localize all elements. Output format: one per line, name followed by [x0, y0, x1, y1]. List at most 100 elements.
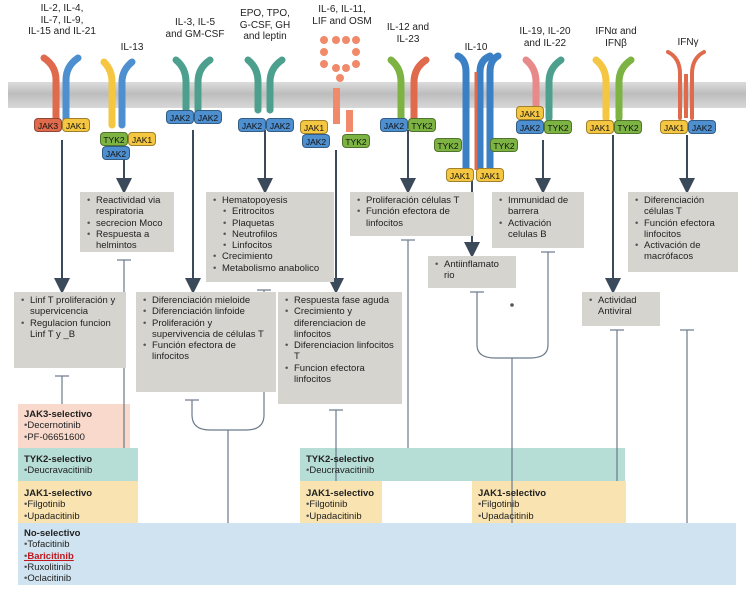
drug-name: Oclacitinib — [24, 573, 212, 584]
drug-name: Filgotinib — [24, 499, 132, 510]
pathway-box-il6: Respuesta fase aguda Crecimiento y difer… — [278, 292, 402, 404]
pathway-item: Activación celulas B — [499, 218, 578, 241]
drug-group-title: JAK1-selectivo — [478, 488, 547, 499]
pathway-subitem: Neutrofilos — [223, 229, 328, 241]
drug-group-title: JAK3-selectivo — [24, 409, 93, 420]
drug-name: Decernotinib — [24, 420, 124, 431]
jak2-box: JAK2 — [194, 110, 222, 124]
drug-group-title: JAK1-selectivo — [306, 488, 375, 499]
pathway-box-il10: Antiinflamato rio — [428, 256, 516, 288]
pathway-item: Crecimiento — [213, 251, 328, 263]
drug-name: Upadacitinib — [24, 511, 132, 522]
pathway-item: Immunidad de barrera — [499, 195, 578, 218]
drug-name: Ruxolitinib — [24, 562, 212, 573]
pathway-item: Diferenciación mieloide — [143, 295, 270, 307]
pathway-subitem: Plaquetas — [223, 218, 328, 230]
receptor-label-il3-family: IL-3, IL-5 and GM-CSF — [165, 17, 225, 40]
receptor-label-epo-family: EPO, TPO, G-CSF, GH and leptin — [239, 8, 291, 42]
cell-membrane — [8, 82, 746, 108]
receptor-il12-family — [387, 56, 430, 122]
jak1-box: JAK1 — [446, 168, 474, 182]
receptor-label-ifn-gamma: IFNγ — [677, 37, 699, 48]
drug-group-title: TYK2-selectivo — [24, 454, 93, 465]
pathway-item: Linf T proliferación y supervicencia — [21, 295, 120, 318]
jak2-box: JAK2 — [238, 118, 266, 132]
pathway-box-il19: Immunidad de barrera Activación celulas … — [492, 192, 584, 248]
jak1-box: JAK1 — [516, 106, 544, 120]
drug-name: Tofacitinib — [24, 539, 212, 550]
drug-group-jak3-selective: JAK3-selectivo Decernotinib PF-06651600 — [18, 406, 130, 446]
tyk2-box: TYK2 — [490, 138, 518, 152]
receptor-label-il6-family: IL-6, IL-11, LIF and OSM — [312, 4, 372, 27]
receptor-label-ifn-alpha-beta: IFNα and IFNβ — [595, 26, 637, 49]
pathway-item: Regulacion funcion Linf T y _B — [21, 318, 120, 341]
drug-name: Filgotinib — [478, 499, 620, 510]
drug-name: Deucravacitinib — [24, 465, 132, 476]
jak1-box: JAK1 — [476, 168, 504, 182]
jak1-box: JAK1 — [586, 120, 614, 134]
drug-group-non-selective: No-selectivo Tofacitinib Baricitinib Rux… — [18, 525, 218, 587]
jak2-box: JAK2 — [516, 120, 544, 134]
jak2-box: JAK2 — [102, 146, 130, 160]
pathway-box-il12: Proliferación células T Función efectora… — [350, 192, 474, 236]
pathway-subitem: Eritrocitos — [223, 206, 328, 218]
receptor-label-il10: IL-10 — [464, 42, 488, 53]
jak1-box: JAK1 — [128, 132, 156, 146]
pathway-item: Diferenciacion linfocitos T — [285, 340, 396, 363]
pathway-item: Crecimiento y diferenciacion de linfocit… — [285, 306, 396, 340]
tyk2-box: TYK2 — [434, 138, 462, 152]
tyk2-box: TYK2 — [100, 132, 128, 146]
drug-group-tyk2-selective-right: TYK2-selectivo Deucravacitinib — [300, 451, 500, 480]
jak2-box: JAK2 — [688, 120, 716, 134]
receptor-label-il13: IL-13 — [120, 42, 144, 53]
drug-group-jak1-selective-left: JAK1-selectivo Filgotinib Upadacitinib — [18, 485, 138, 525]
pathway-item: Hematopoyesis — [213, 195, 328, 207]
pathway-item: Diferenciación células T — [635, 195, 732, 218]
receptor-il2-family — [40, 54, 82, 124]
pathway-item: Diferenciación linfoide — [143, 306, 270, 318]
pathway-item: Antiinflamato rio — [435, 259, 510, 282]
receptor-ifn-alpha-beta — [592, 56, 635, 122]
pathway-box-epo: Hematopoyesis Eritrocitos Plaquetas Neut… — [206, 192, 334, 282]
pathway-item: Funcion efectora linfocitos — [285, 363, 396, 386]
drug-group-title: TYK2-selectivo — [306, 454, 375, 465]
drug-name-highlighted: Baricitinib — [24, 551, 212, 562]
pathway-item: secrecion Moco — [87, 218, 168, 230]
pathway-item: Respuesta fase aguda — [285, 295, 396, 307]
pathway-item: Función efectora de linfocitos — [143, 340, 270, 363]
pathway-subitem: Linfocitos — [223, 240, 328, 252]
drug-group-jak1-selective-mid: JAK1-selectivo Filgotinib Upadacitinib — [300, 485, 382, 525]
jak1-box: JAK1 — [660, 120, 688, 134]
pathway-item: Función efectora linfocitos — [635, 218, 732, 241]
jak2-box: JAK2 — [266, 118, 294, 132]
drug-name: PF-06651600 — [24, 432, 124, 443]
pathway-box-il13: Reactividad via respiratoria secrecion M… — [80, 192, 174, 252]
pathway-item: Función efectora de linfocitos — [357, 206, 468, 229]
pathway-item: Actividad Antiviral — [589, 295, 654, 318]
drug-name: Filgotinib — [306, 499, 376, 510]
drug-name: Upadacitinib — [478, 511, 620, 522]
tyk2-box: TYK2 — [342, 134, 370, 148]
receptor-il6-family — [320, 36, 360, 132]
receptor-ifn-gamma — [666, 50, 706, 120]
receptor-il10 — [454, 52, 502, 174]
drug-group-tyk2-selective-left: TYK2-selectivo Deucravacitinib — [18, 451, 138, 480]
jak2-box: JAK2 — [302, 134, 330, 148]
receptor-il13 — [100, 58, 136, 129]
pathway-item: Activación de macrófacos — [635, 240, 732, 263]
receptor-il3-family — [172, 56, 214, 114]
receptor-label-il19-family: IL-19, IL-20 and IL-22 — [519, 26, 571, 49]
jak1-box: JAK1 — [62, 118, 90, 132]
pathway-item: Reactividad via respiratoria — [87, 195, 168, 218]
pathway-item: Metabolismo anabolico — [213, 263, 328, 275]
receptor-label-il12-family: IL-12 and IL-23 — [386, 22, 430, 45]
pathway-box-il2: Linf T proliferación y supervicencia Reg… — [14, 292, 126, 368]
receptor-label-il2-family: IL-2, IL-4, IL-7, IL-9, IL-15 and IL-21 — [28, 3, 96, 37]
tyk2-box: TYK2 — [614, 120, 642, 134]
pathway-box-ifn-alpha-beta: Actividad Antiviral — [582, 292, 660, 326]
pathway-item: Respuesta a helmintos — [87, 229, 168, 252]
jak2-box: JAK2 — [380, 118, 408, 132]
pathway-box-ifn-gamma: Diferenciación células T Función efector… — [628, 192, 738, 272]
